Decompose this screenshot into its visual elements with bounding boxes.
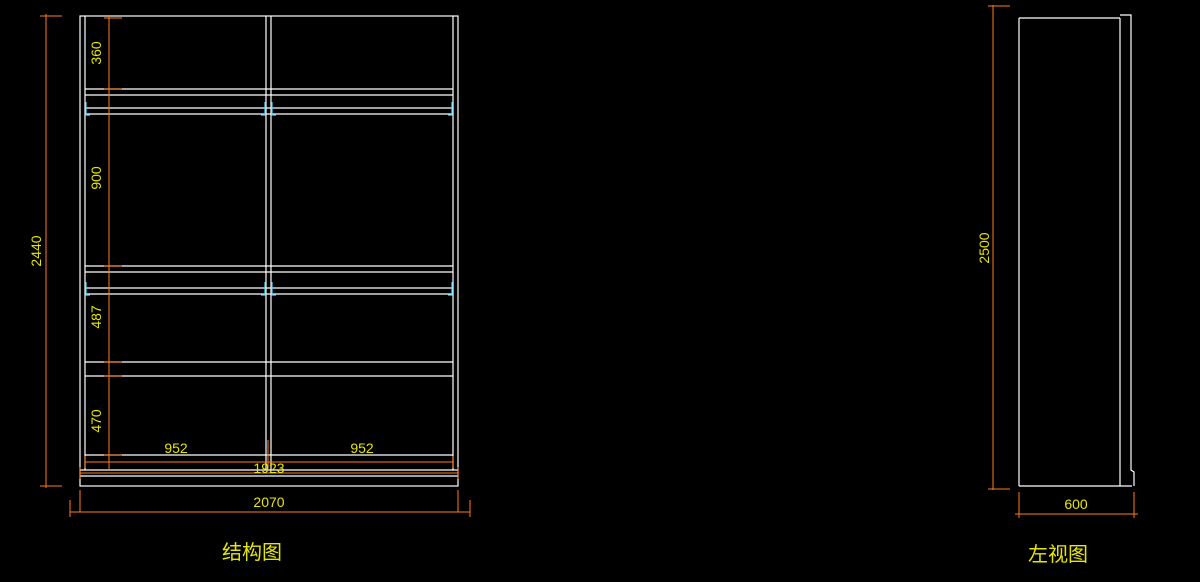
bay-width-right: 952 (350, 440, 374, 456)
side-door-profile (1120, 14, 1135, 486)
section-dimension-chain (104, 16, 122, 470)
rail-brackets (85, 102, 453, 296)
section-height-4: 470 (88, 409, 104, 433)
section-height-3: 487 (88, 305, 104, 329)
side-height-label: 2500 (976, 232, 992, 263)
structure-view-title: 结构图 (222, 540, 282, 564)
inner-width-dimension (79, 467, 459, 479)
overall-height-dimension (40, 14, 62, 488)
side-depth-label: 600 (1064, 496, 1088, 512)
bay-width-dimension (84, 440, 454, 468)
wardrobe-front-elevation: 360 900 487 470 952 952 1923 2070 (28, 14, 471, 564)
overall-width-dimension (69, 490, 471, 517)
side-depth-dimension (1015, 492, 1138, 518)
cabinet-outline (79, 15, 459, 487)
bay-width-left: 952 (164, 440, 188, 456)
overall-width-label: 2070 (253, 494, 284, 510)
section-height-1: 360 (88, 41, 104, 65)
overall-height-label: 2440 (28, 235, 44, 266)
wardrobe-side-elevation: 2500 600 左视图 (976, 5, 1138, 566)
side-view-title: 左视图 (1028, 542, 1088, 566)
inner-width-label: 1923 (253, 460, 284, 476)
side-height-dimension (988, 5, 1010, 490)
section-height-2: 900 (88, 166, 104, 190)
